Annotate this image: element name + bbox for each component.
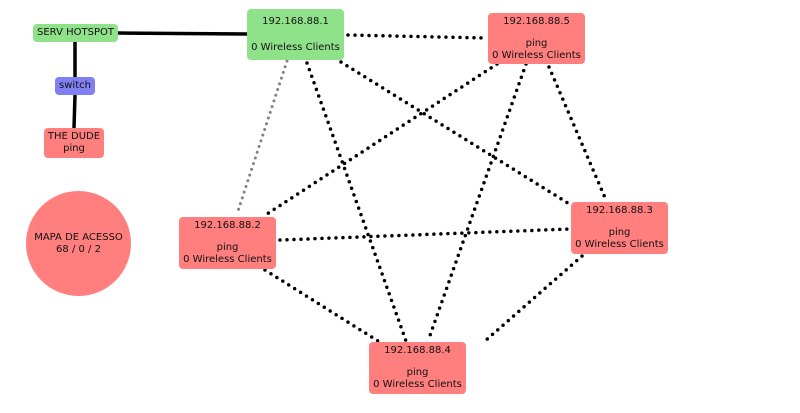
node-clients: 0 Wireless Clients (373, 379, 462, 390)
link-n2-n3[interactable] (278, 227, 572, 242)
node-switch[interactable]: switch (55, 77, 95, 95)
link-switch-dude[interactable] (72, 94, 77, 129)
node-status: ping (406, 367, 429, 378)
node-the-dude[interactable]: THE DUDE ping (44, 128, 104, 158)
node-status: ping (63, 143, 85, 154)
node-clients: 0 Wireless Clients (183, 254, 272, 265)
node-label: SERV HOTSPOT (37, 27, 114, 38)
node-ip: 192.168.88.3 (586, 205, 653, 216)
link-n1-n3[interactable] (339, 60, 573, 207)
node-ip: 192.168.88.2 (194, 220, 261, 231)
link-n1-n5[interactable] (346, 33, 488, 40)
link-n2-n4[interactable] (263, 268, 380, 343)
node-counts: 68 / 0 / 2 (56, 243, 101, 255)
link-n1-n4[interactable] (305, 61, 408, 343)
node-192-168-88-2[interactable]: 192.168.88.2 ping 0 Wireless Clients (179, 217, 276, 269)
node-192-168-88-5[interactable]: 192.168.88.5 ping 0 Wireless Clients (488, 13, 585, 64)
link-n3-n4[interactable] (483, 254, 584, 343)
node-clients: 0 Wireless Clients (575, 239, 664, 250)
link-n5-n3[interactable] (547, 65, 608, 202)
link-n1-n2[interactable] (235, 59, 289, 216)
node-status: ping (608, 227, 631, 238)
node-clients: 0 Wireless Clients (251, 41, 340, 53)
node-label: switch (59, 80, 91, 91)
node-status: ping (216, 242, 239, 253)
node-ip: 192.168.88.5 (503, 15, 570, 27)
node-192-168-88-4[interactable]: 192.168.88.4 ping 0 Wireless Clients (369, 342, 466, 394)
node-ip: 192.168.88.4 (384, 345, 451, 356)
link-n5-n4[interactable] (426, 62, 528, 343)
node-label: THE DUDE (47, 131, 101, 142)
node-label: MAPA DE ACESSO (34, 231, 123, 243)
node-mapa-de-acesso[interactable]: MAPA DE ACESSO 68 / 0 / 2 (26, 191, 131, 296)
node-ip: 192.168.88.1 (262, 15, 329, 27)
node-192-168-88-3[interactable]: 192.168.88.3 ping 0 Wireless Clients (571, 202, 668, 254)
node-clients: 0 Wireless Clients (492, 49, 581, 61)
link-hotspot-n1[interactable] (117, 31, 248, 36)
node-192-168-88-1[interactable]: 192.168.88.1 0 Wireless Clients (247, 9, 344, 60)
node-serv-hotspot[interactable]: SERV HOTSPOT (33, 24, 118, 42)
node-status: ping (525, 37, 548, 49)
